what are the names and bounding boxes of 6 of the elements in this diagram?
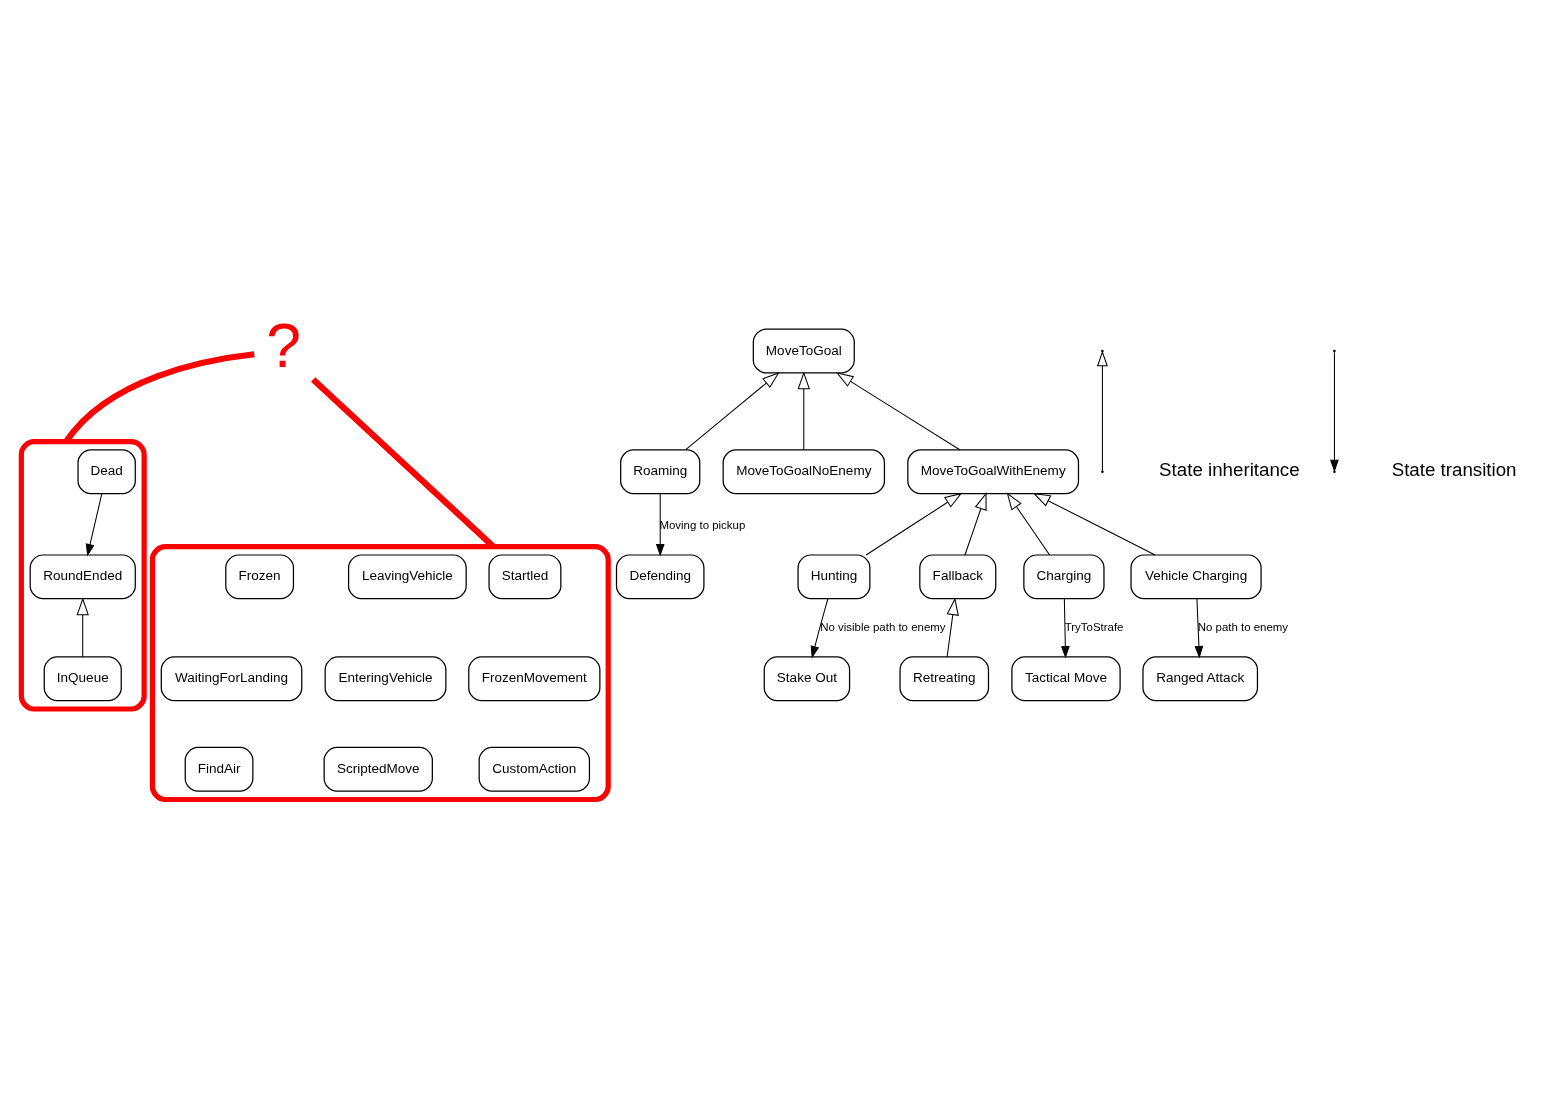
legend-label: State inheritance: [1159, 459, 1300, 481]
edge-label: No visible path to enemy: [820, 620, 946, 633]
legend-label: State transition: [1391, 459, 1517, 481]
node-text: ?: [266, 309, 301, 380]
edge-label: No path to enemy: [1197, 620, 1289, 633]
edge-label: TryToStrafe: [1064, 620, 1124, 633]
